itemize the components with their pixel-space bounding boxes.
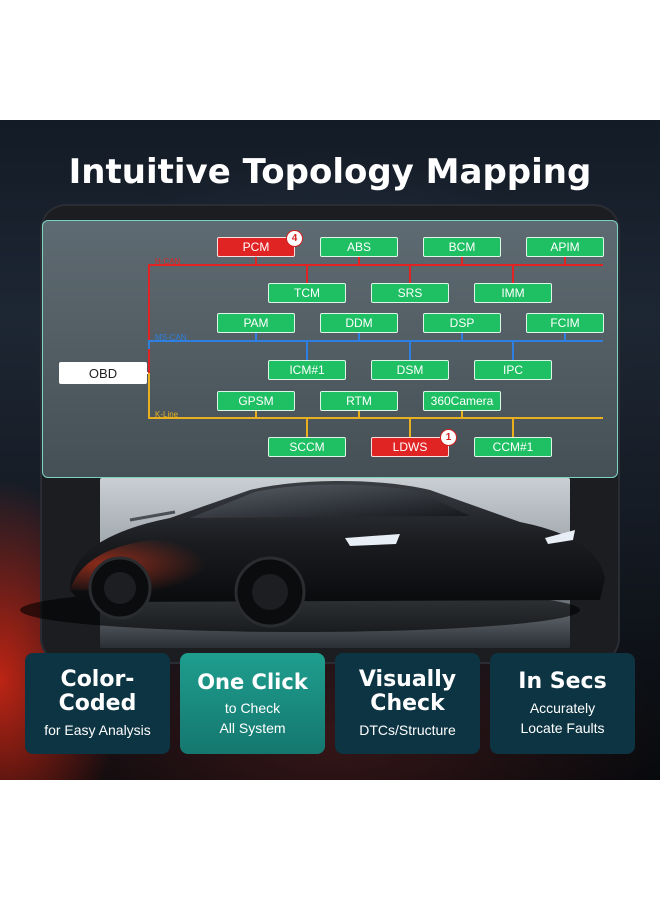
feature-card-color-coded: Color- Coded for Easy Analysis [25,653,170,754]
topology-screen: H-CAN MS-CAN K-Line OBD PCM 4 ABS BCM AP… [42,220,618,478]
module-apim[interactable]: APIM [526,237,604,257]
module-pcm[interactable]: PCM [217,237,295,257]
card-title-line2: Check [370,690,445,716]
headline: Intuitive Topology Mapping [68,152,592,192]
feature-card-visually-check: Visually Check DTCs/Structure [335,653,480,754]
module-gpsm[interactable]: GPSM [217,391,295,411]
sports-car-image [20,481,605,632]
card-subtitle-line2: Locate Faults [520,719,605,736]
obd-port[interactable]: OBD [59,362,147,384]
module-ipc[interactable]: IPC [474,360,552,380]
feature-card-in-secs: In Secs Accurately Locate Faults [490,653,635,754]
bus-label-hs-can: H-CAN [155,257,181,266]
module-tcm[interactable]: TCM [268,283,346,303]
card-subtitle-line2: All System [219,719,286,736]
card-subtitle: DTCs/Structure [359,721,456,738]
card-subtitle-line1: Accurately [529,699,596,716]
card-title-line1: Color- [60,666,135,692]
bus-label-k-line: K-Line [155,410,179,419]
product-banner: Intuitive Topology Mapping [0,120,660,780]
module-360camera[interactable]: 360Camera [423,391,501,411]
module-ccm1[interactable]: CCM#1 [474,437,552,457]
module-pam[interactable]: PAM [217,313,295,333]
module-rtm[interactable]: RTM [320,391,398,411]
module-srs[interactable]: SRS [371,283,449,303]
dtc-count-badge-ldws: 1 [440,429,457,446]
module-fcim[interactable]: FCIM [526,313,604,333]
module-ldws[interactable]: LDWS [371,437,449,457]
module-dsp[interactable]: DSP [423,313,501,333]
module-bcm[interactable]: BCM [423,237,501,257]
card-title-line1: Visually [358,666,457,692]
card-title-line2: Coded [58,690,137,716]
dtc-count-badge-pcm: 4 [286,230,303,247]
module-dsm[interactable]: DSM [371,360,449,380]
card-subtitle: for Easy Analysis [44,721,151,738]
module-sccm[interactable]: SCCM [268,437,346,457]
feature-card-one-click: One Click to Check All System [180,653,325,754]
card-subtitle-line1: to Check [224,699,281,716]
module-ddm[interactable]: DDM [320,313,398,333]
card-title-line1: One Click [197,669,308,694]
module-imm[interactable]: IMM [474,283,552,303]
module-abs[interactable]: ABS [320,237,398,257]
bus-label-ms-can: MS-CAN [155,333,187,342]
card-title-line1: In Secs [518,668,607,694]
module-icm1[interactable]: ICM#1 [268,360,346,380]
